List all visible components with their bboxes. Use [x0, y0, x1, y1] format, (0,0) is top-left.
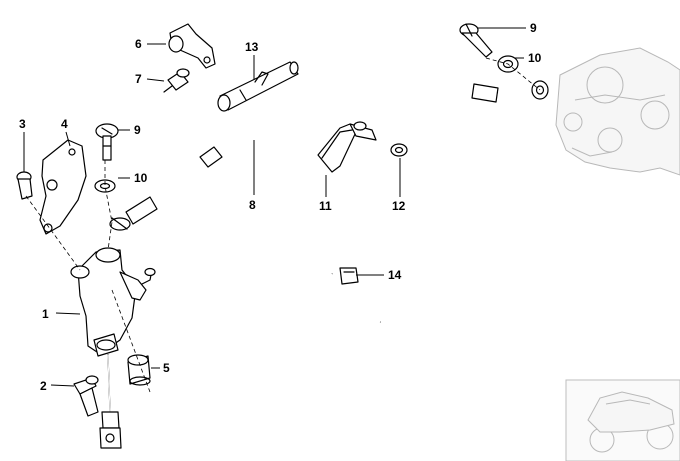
bushing-part-5 [127, 354, 151, 386]
transmission-housing-outline [555, 47, 680, 176]
callout-9-top: 9 [530, 21, 537, 35]
callout-13: 13 [245, 40, 259, 54]
callout-6: 6 [135, 37, 142, 51]
screw-part-3 [16, 171, 33, 200]
callout-leader-lines [23, 27, 526, 387]
callout-1: 1 [42, 307, 49, 321]
hollow-bolt-part-9-left [95, 123, 119, 161]
callout-10-left: 10 [134, 171, 148, 185]
callout-7: 7 [135, 72, 142, 86]
bracket-part-6 [168, 23, 216, 69]
motorcycle-thumbnail [565, 379, 680, 461]
spring-clip-part-11 [317, 121, 377, 173]
hose-holder-part-13 [217, 61, 299, 112]
seal-ring-part-12 [390, 143, 408, 157]
brake-master-cylinder-part-1 [70, 247, 156, 357]
callout-9-left: 9 [134, 123, 141, 137]
callout-10-top: 10 [528, 51, 542, 65]
callout-11: 11 [319, 199, 332, 213]
assembly-guide-lines [25, 57, 541, 393]
callout-4: 4 [61, 117, 68, 131]
mounting-plate-part-4 [39, 139, 87, 235]
cable-tie-part-14 [322, 267, 381, 324]
push-rod [99, 354, 122, 449]
brake-hose-part-8 [109, 76, 549, 231]
callout-14: 14 [388, 268, 402, 282]
callout-8: 8 [249, 198, 256, 212]
callout-2: 2 [40, 379, 47, 393]
callout-12: 12 [392, 199, 406, 213]
callout-3: 3 [19, 117, 26, 131]
hollow-bolt-part-9-top [459, 23, 493, 58]
connector-part-2 [73, 375, 99, 417]
screw-part-7 [163, 68, 190, 93]
callout-5: 5 [163, 361, 170, 375]
